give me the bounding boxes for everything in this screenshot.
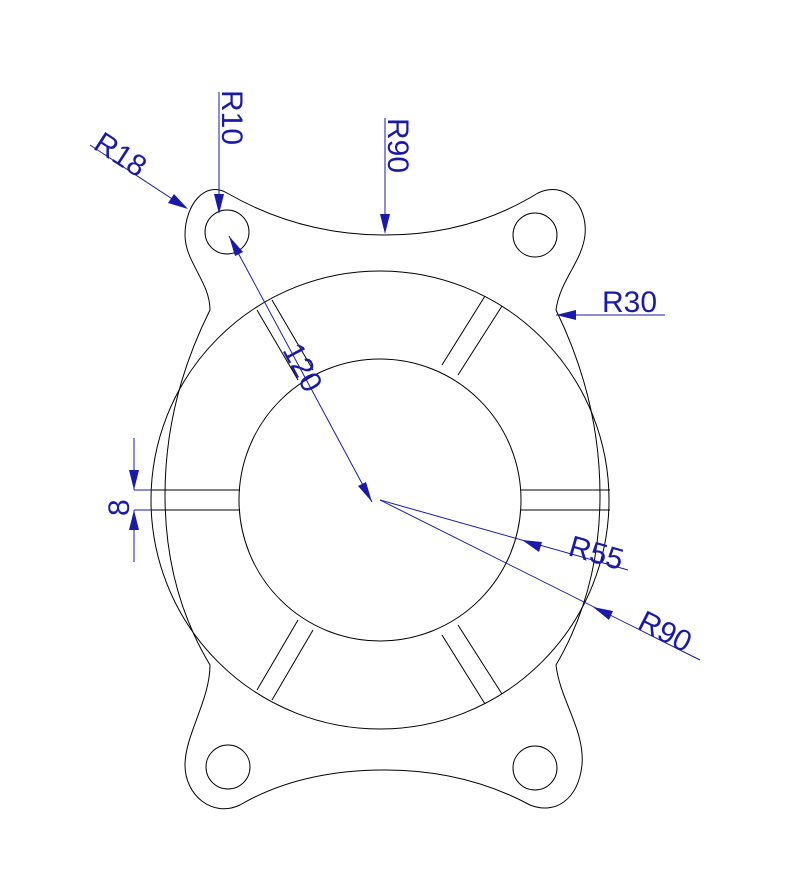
r55-arrowhead [522, 540, 542, 552]
r18-label: R18 [88, 126, 152, 184]
dimensions: R18 R10 R90 R30 120 8 R55 R90 [88, 90, 701, 661]
r90-side-arrowhead [593, 607, 613, 620]
r30-label: R30 [602, 286, 657, 319]
d8-label: 8 [103, 499, 136, 516]
bolt-hole-bottom-left [205, 744, 251, 790]
part-geometry [150, 188, 610, 810]
outer-flange-profile [164, 188, 601, 810]
d120-label: 120 [276, 338, 329, 398]
r10-arrowhead [214, 194, 224, 214]
d120-line [228, 235, 373, 503]
r55-leader [379, 499, 629, 571]
inner-bore [238, 358, 522, 642]
d8-arrowhead-bottom [129, 510, 139, 530]
r18-leader [89, 144, 187, 209]
d8-arrowhead-top [129, 470, 139, 490]
bolt-hole-top-left [204, 209, 250, 255]
bolt-hole-top-right [512, 212, 558, 258]
r90-side-label: R90 [633, 605, 697, 659]
r90-side-leader [379, 499, 701, 661]
d120-arrowhead-top [229, 236, 243, 256]
r90-top-label: R90 [381, 118, 414, 173]
outer-ring [150, 270, 610, 730]
ribs [151, 295, 610, 705]
r55-label: R55 [565, 530, 627, 577]
r90-top-arrowhead [380, 214, 390, 234]
r30-arrowhead [556, 310, 576, 320]
r10-label: R10 [215, 90, 248, 145]
bolt-hole-bottom-right [512, 745, 558, 791]
d120-arrowhead-bottom [358, 482, 372, 502]
r18-arrowhead [168, 194, 188, 209]
